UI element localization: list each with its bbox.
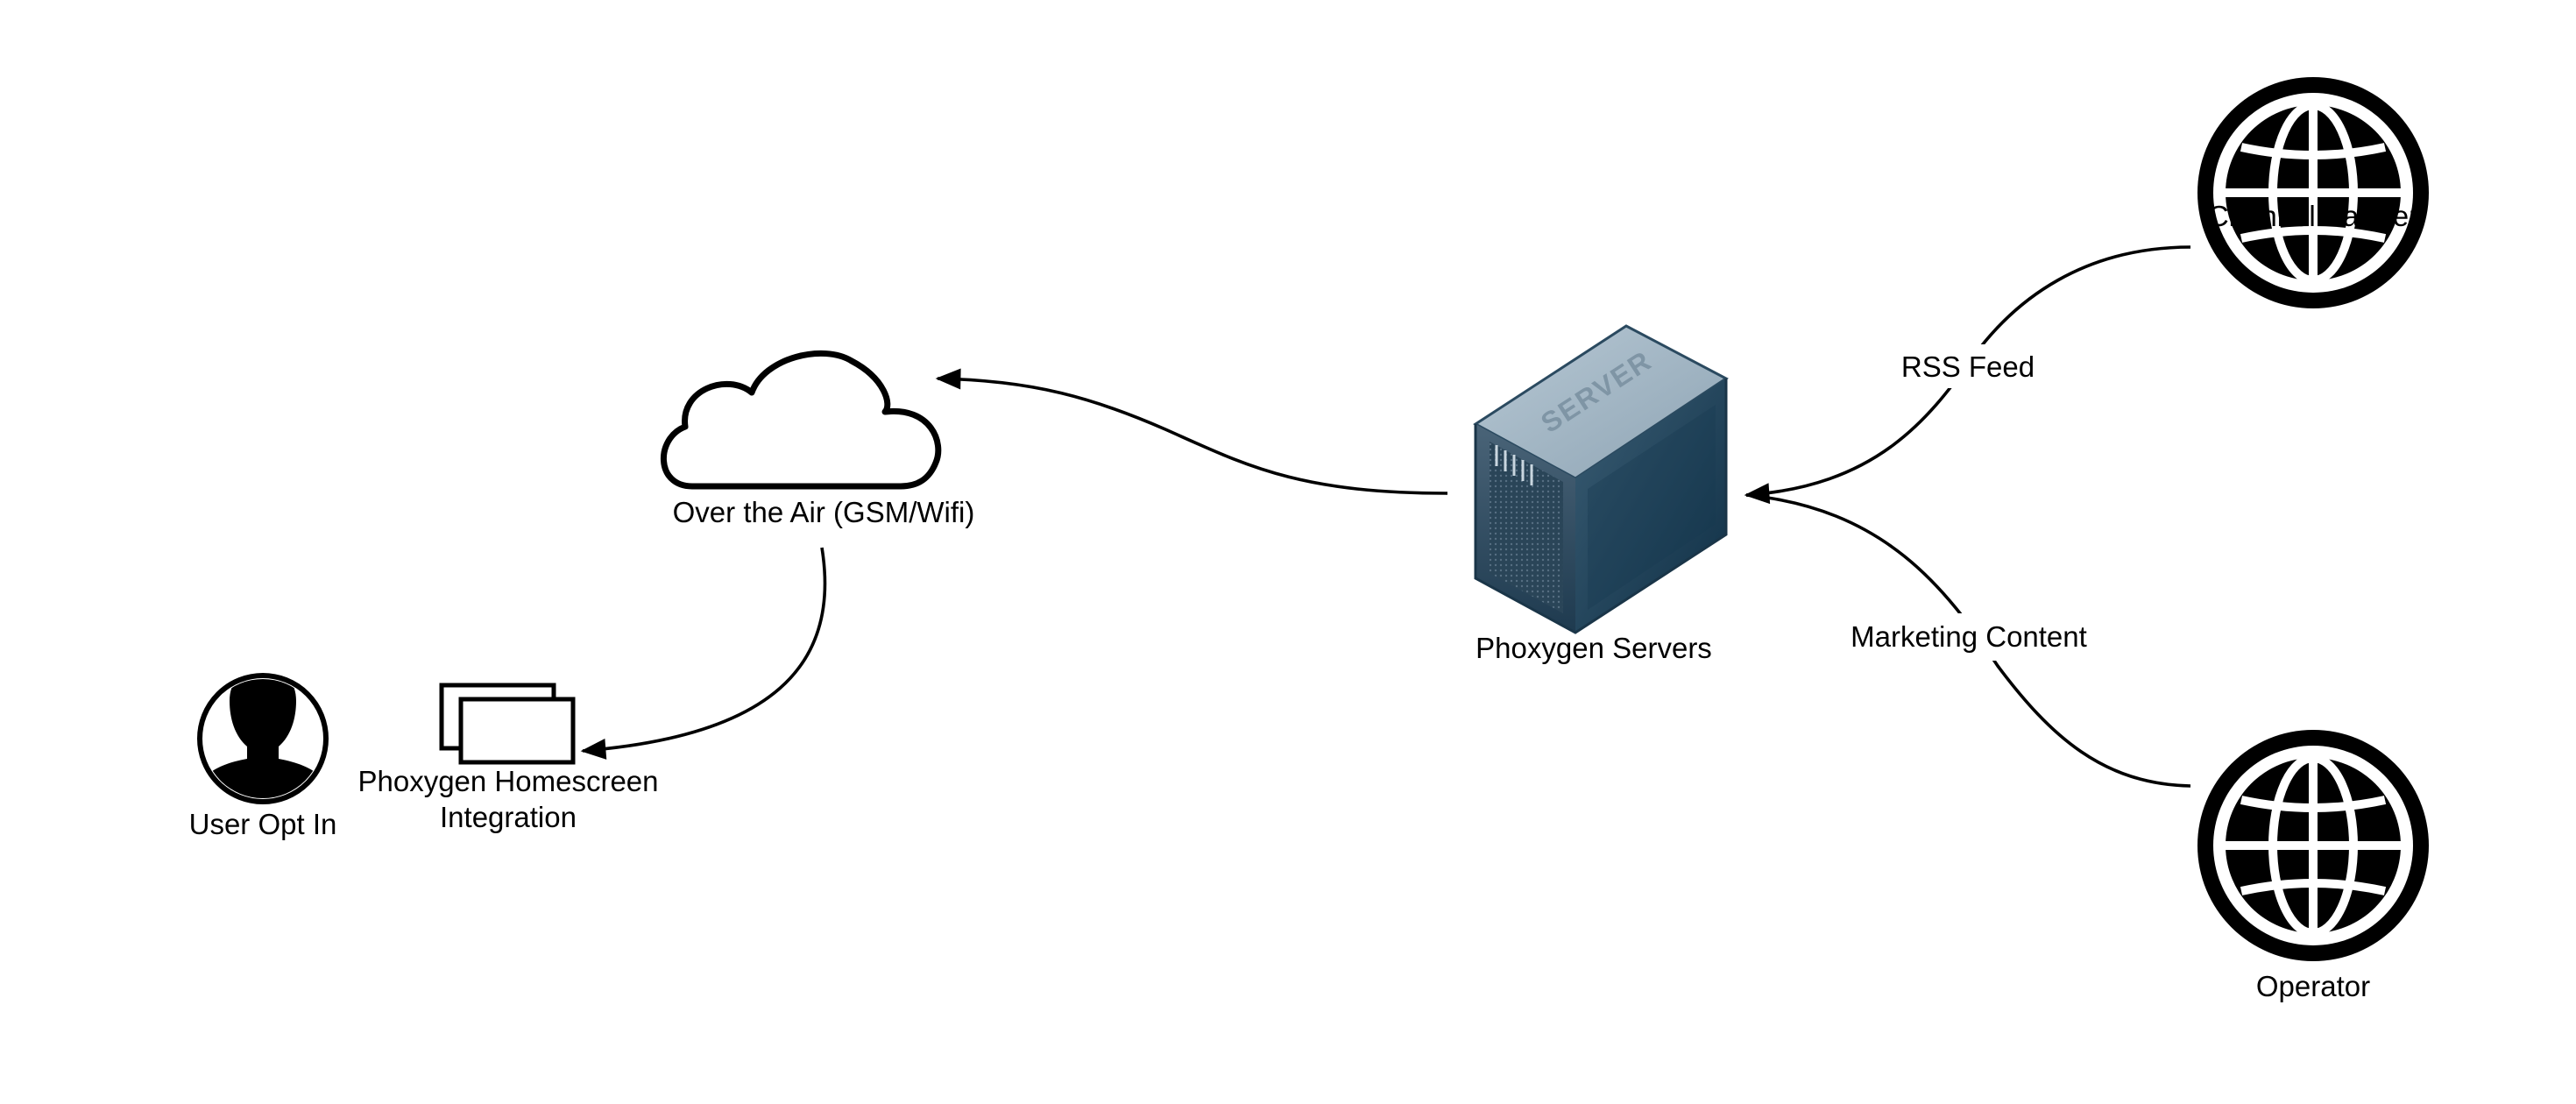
globe-icon	[2197, 730, 2429, 961]
server-node: SERVER Phoxygen Servers	[1473, 324, 1729, 664]
homescreen-label-line-1: Phoxygen Homescreen	[357, 765, 658, 797]
source-top-label: Channel Partner	[2208, 200, 2418, 232]
source-top-node: Channel Partner	[2197, 77, 2429, 308]
homescreen-label-line-2: Integration	[440, 801, 577, 833]
edge-label-rss: RSS Feed	[1901, 350, 2035, 383]
server-label: Phoxygen Servers	[1476, 632, 1712, 664]
cloud-node: Over the Air (GSM/Wifi)	[661, 350, 975, 528]
user-label: User Opt In	[189, 808, 337, 840]
user-avatar-icon	[197, 673, 329, 804]
user-node: User Opt In	[189, 673, 337, 840]
cloud-label: Over the Air (GSM/Wifi)	[673, 496, 975, 528]
globe-icon	[2197, 77, 2429, 308]
edge-server-to-cloud	[935, 368, 1448, 495]
operator-label: Operator	[2256, 970, 2370, 1002]
edge-label-marketing: Marketing Content	[1851, 620, 2087, 653]
stacked-windows-icon	[439, 683, 576, 765]
server-icon: SERVER	[1473, 324, 1729, 634]
homescreen-node: Phoxygen Homescreen Integration	[357, 683, 659, 833]
cloud-icon	[661, 350, 942, 490]
edge-cloud-to-homescreen	[580, 547, 827, 760]
operator-node: Operator	[2197, 730, 2429, 1002]
